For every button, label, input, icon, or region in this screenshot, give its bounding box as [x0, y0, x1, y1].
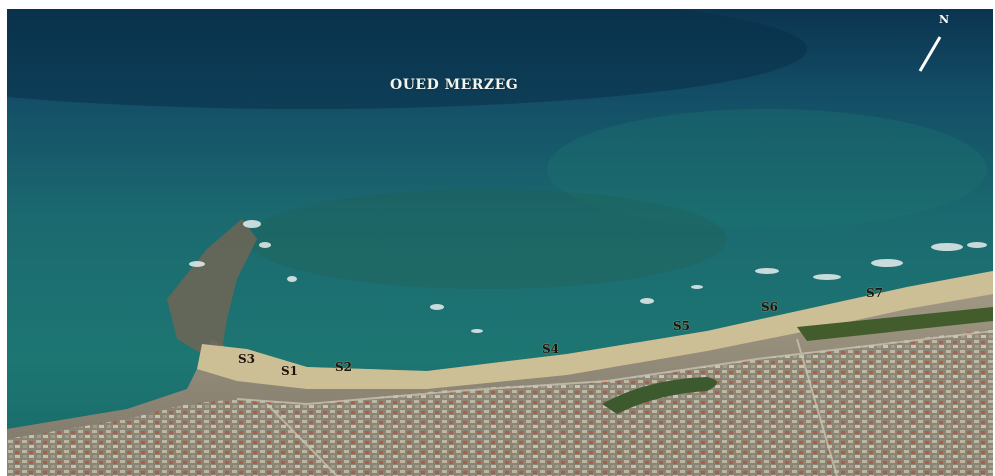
- site-label-s6: S6: [761, 300, 779, 314]
- site-label-s5: S5: [673, 319, 691, 333]
- north-label: N: [939, 13, 950, 26]
- north-arrow-icon: [918, 36, 942, 72]
- site-label-s2: S2: [335, 360, 353, 374]
- place-name-label: OUED MERZEG: [390, 77, 519, 93]
- site-label-s1: S1: [281, 364, 299, 378]
- site-label-s7: S7: [866, 286, 884, 300]
- headland: [167, 219, 257, 354]
- beach: [197, 271, 993, 389]
- site-label-s3: S3: [238, 352, 256, 366]
- satellite-image: [7, 9, 993, 476]
- satellite-map: OUED MERZEG N S3 S1 S2 S4 S5 S6 S7: [7, 9, 993, 476]
- site-label-s4: S4: [542, 342, 560, 356]
